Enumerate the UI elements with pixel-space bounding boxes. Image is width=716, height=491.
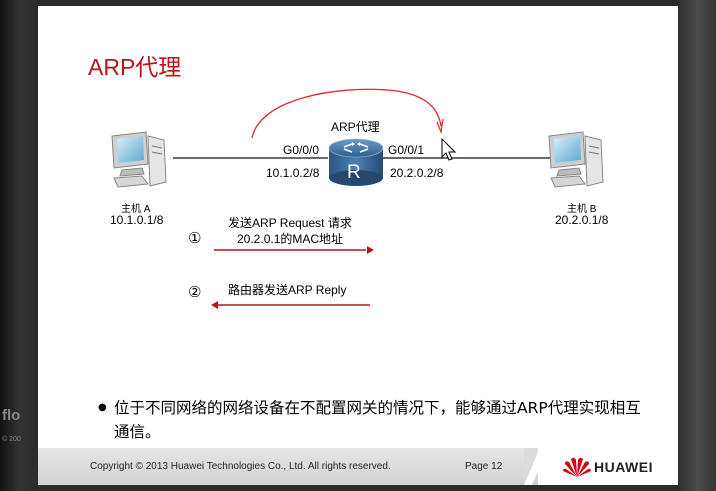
right-ip-label: 20.2.0.2/8 (390, 166, 444, 180)
annotation-arc (251, 88, 442, 139)
router-caption: ARP代理 (331, 120, 380, 134)
network-diagram (173, 88, 550, 309)
footer-bar (38, 448, 538, 485)
host-b-ip: 20.2.0.1/8 (555, 213, 609, 227)
host-b-name: 主机 B (567, 204, 597, 215)
mouse-cursor-icon (441, 138, 457, 161)
logo-wordmark: HUAWEI (594, 459, 653, 475)
desktop-computer-icon (111, 131, 167, 188)
watermark-text: flo (2, 407, 21, 424)
watermark-subtext: © 200 (2, 436, 21, 443)
step-2-number: ② (188, 284, 202, 301)
slide-canvas[interactable]: ARP代理 (38, 6, 678, 485)
router-letter: R (347, 162, 361, 183)
step-1-line-1: 发送ARP Request 请求 (228, 216, 352, 230)
step-2-text: 路由器发送ARP Reply (228, 283, 347, 297)
copyright-text: Copyright © 2013 Huawei Technologies Co.… (90, 461, 391, 472)
huawei-logo: HUAWEI (562, 455, 662, 479)
right-interface-label: G0/0/1 (388, 143, 425, 157)
bullet-text: 位于不同网络的网络设备在不配置网关的情况下，能够通过ARP代理实现相互通信。 (114, 399, 641, 441)
reply-arrowhead (211, 301, 218, 309)
left-interface-label: G0/0/0 (283, 143, 320, 157)
router-icon (328, 138, 384, 186)
bullet-dot: ● (98, 402, 107, 413)
footer-slant (524, 448, 548, 485)
right-side-panel (678, 0, 716, 491)
desktop-computer-icon (548, 131, 604, 188)
host-a-ip: 10.1.0.1/8 (110, 213, 164, 227)
step-1-line-2: 20.2.0.1的MAC地址 (237, 232, 344, 246)
page-number: Page 12 (465, 461, 503, 472)
huawei-logo-icon (563, 457, 591, 477)
annotation-tick (436, 118, 444, 135)
request-arrowhead (367, 246, 374, 254)
slide-footer: Copyright © 2013 Huawei Technologies Co.… (38, 448, 678, 485)
step-1-number: ① (188, 230, 202, 247)
left-ip-label: 10.1.0.2/8 (266, 166, 320, 180)
host-a-name: 主机 A (121, 204, 151, 215)
slide-title: ARP代理 (88, 54, 182, 80)
